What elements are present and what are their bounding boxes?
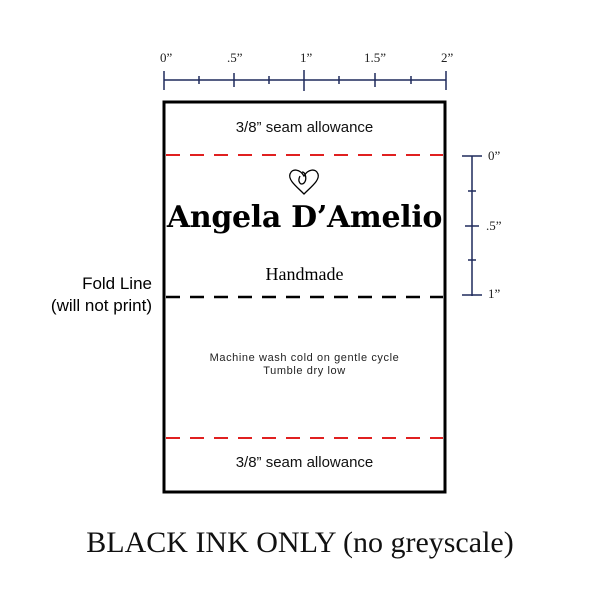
ruler-tick-label: .5”	[486, 218, 502, 233]
care-instructions: Machine wash cold on gentle cycle Tumble…	[163, 352, 446, 378]
ruler-tick-label: 1”	[488, 286, 501, 301]
fold-line-note: (will not print)	[50, 296, 152, 315]
footer-note: BLACK INK ONLY (no greyscale)	[86, 526, 514, 559]
ruler-tick-label: .5”	[227, 50, 243, 65]
care-line: Machine wash cold on gentle cycle	[209, 352, 400, 364]
fold-line-title: Fold Line	[82, 274, 152, 293]
ruler-tick-label: 2”	[441, 50, 454, 65]
fold-line-label: Fold Line (will not print)	[51, 273, 152, 317]
vertical-ruler	[462, 155, 482, 296]
horizontal-ruler	[163, 70, 447, 91]
heart-infinity-icon	[289, 169, 319, 195]
label-outline	[162, 100, 447, 494]
brand-name: Angela D’Amelio	[166, 200, 443, 235]
ruler-tick-label: 0”	[160, 50, 173, 65]
ruler-tick-label: 1.5”	[364, 50, 387, 65]
ruler-tick-label: 1”	[300, 50, 313, 65]
seam-allowance-bottom-label: 3/8” seam allowance	[235, 454, 374, 471]
subtitle: Handmade	[265, 264, 344, 284]
care-line: Tumble dry low	[263, 365, 346, 377]
seam-allowance-top-label: 3/8” seam allowance	[235, 119, 374, 136]
ruler-tick-label: 0”	[488, 148, 501, 163]
